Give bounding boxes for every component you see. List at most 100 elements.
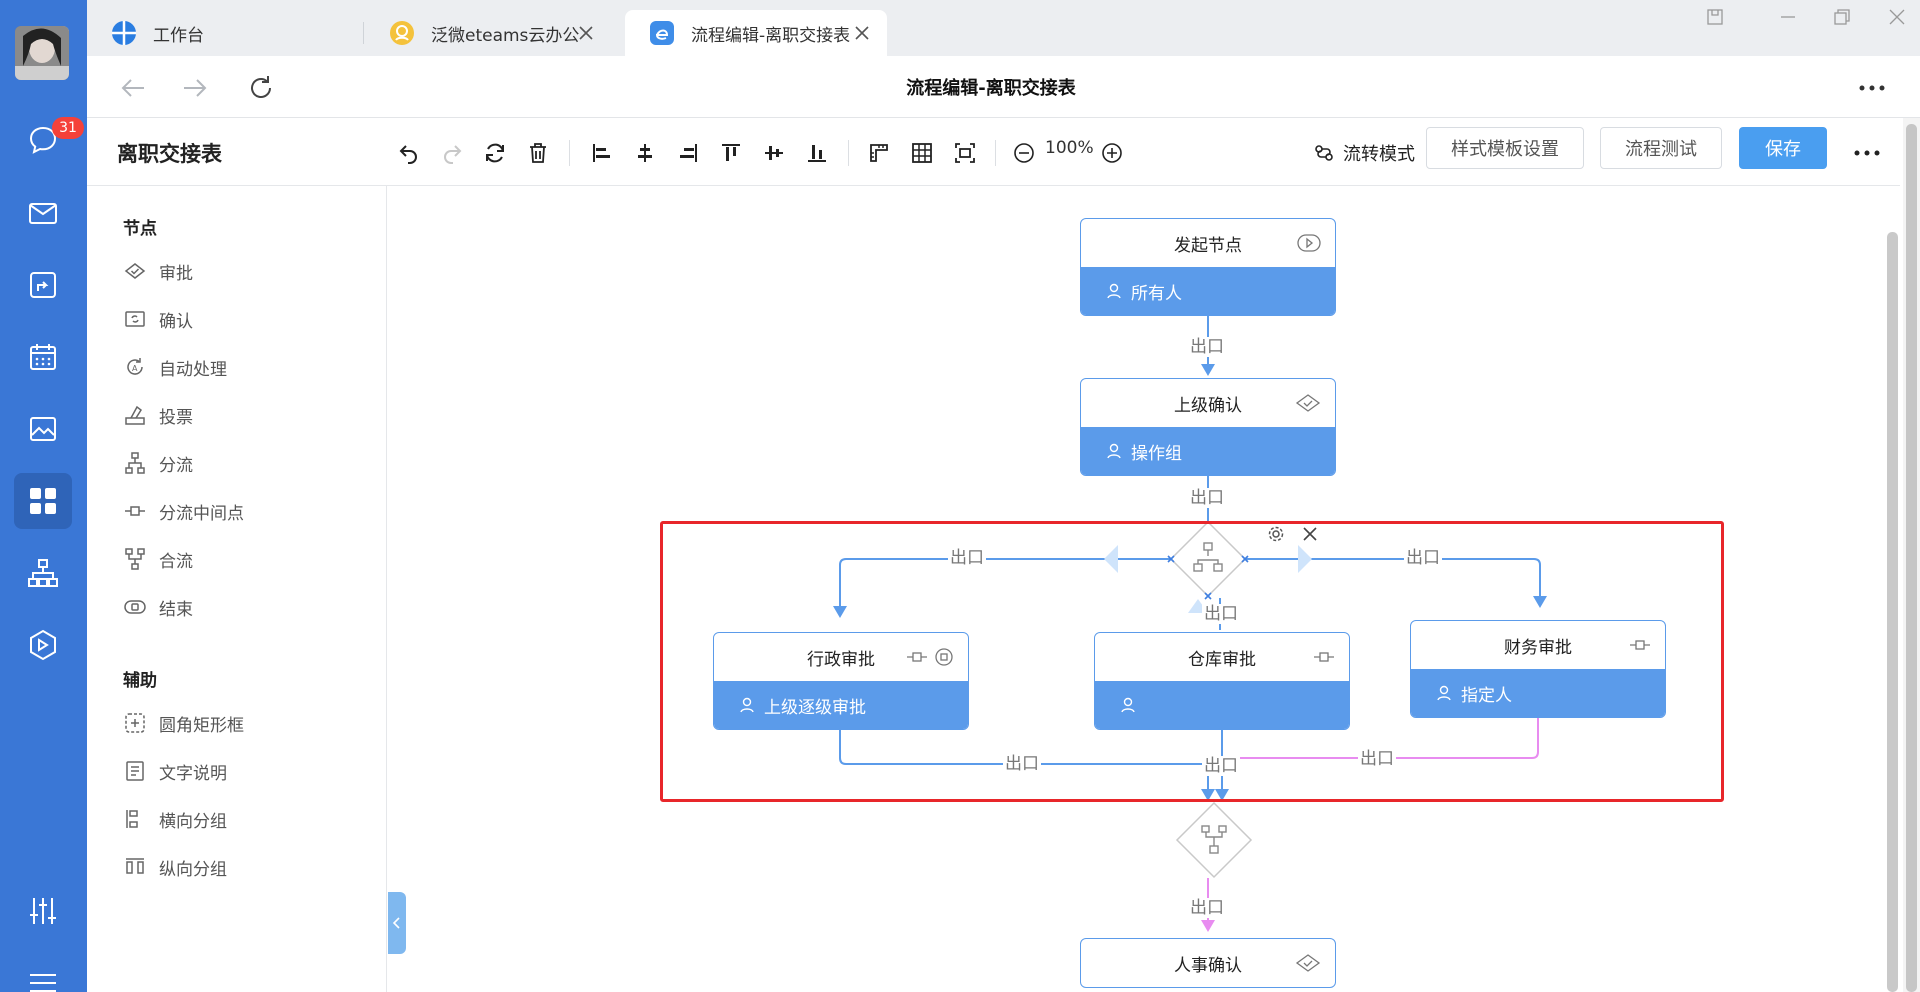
node-hr-confirm[interactable]: 人事确认 (1080, 938, 1336, 988)
chat-icon (29, 126, 57, 154)
pin-window-button[interactable] (1700, 4, 1730, 30)
rail-calendar[interactable] (14, 329, 72, 385)
close-icon[interactable] (851, 22, 873, 44)
grid-icon (912, 143, 932, 163)
align-bottom-button[interactable] (802, 138, 832, 168)
confirm-icon (125, 311, 145, 327)
refresh-button[interactable] (243, 70, 279, 106)
palette-item-vote[interactable]: 投票 (123, 401, 193, 429)
rail-direction[interactable] (14, 257, 72, 313)
ruler-icon (870, 144, 888, 162)
user-icon (1437, 685, 1451, 701)
scrollbar-thumb[interactable] (1906, 124, 1917, 992)
approve-diamond-icon (1295, 394, 1321, 412)
unread-badge: 31 (52, 117, 84, 139)
forward-button[interactable] (177, 70, 213, 106)
grid-button[interactable] (907, 138, 937, 168)
redo-button[interactable] (437, 138, 467, 168)
node-supervisor-confirm[interactable]: 上级确认 操作组 (1080, 378, 1336, 476)
rail-org[interactable] (14, 545, 72, 601)
palette-item-text-note[interactable]: 文字说明 (123, 757, 227, 785)
canvas-scrollbar[interactable] (1887, 232, 1898, 992)
vote-icon (125, 405, 145, 425)
flow-edges (833, 316, 1547, 932)
ruler-button[interactable] (864, 138, 894, 168)
align-center-button[interactable] (630, 138, 660, 168)
maximize-button[interactable] (1827, 4, 1857, 30)
window-close-button[interactable] (1882, 4, 1912, 30)
palette-section-aux: 辅助 (123, 671, 157, 691)
node-start[interactable]: 发起节点 所有人 (1080, 218, 1336, 316)
minimize-button[interactable] (1773, 4, 1803, 30)
align-bottom-icon (808, 145, 826, 162)
palette-item-v-group[interactable]: 纵向分组 (123, 853, 227, 881)
palette-item-end[interactable]: 结束 (123, 593, 193, 621)
user-icon (1107, 443, 1121, 459)
zoom-in-button[interactable] (1097, 138, 1127, 168)
start-icon (1297, 234, 1321, 252)
end-icon (935, 648, 953, 666)
rail-mail[interactable] (14, 185, 72, 241)
close-icon[interactable] (575, 22, 597, 44)
more-options-icon[interactable] (1856, 74, 1888, 102)
palette-item-auto[interactable]: A 自动处理 (123, 353, 227, 381)
rail-apps[interactable] (14, 473, 72, 529)
collapse-palette-button[interactable] (388, 892, 406, 954)
edge-label: 出口 (1404, 548, 1442, 568)
reset-button[interactable] (480, 138, 510, 168)
palette-item-approve[interactable]: 审批 (123, 257, 193, 285)
palette-item-rounded-rect[interactable]: 圆角矩形框 (123, 709, 244, 737)
align-right-button[interactable] (673, 138, 703, 168)
minimize-icon (1781, 16, 1795, 18)
redo-icon (444, 145, 462, 164)
horizontal-group-icon (126, 810, 138, 828)
palette-item-branch[interactable]: 分流 (123, 449, 193, 477)
tab-eteams[interactable]: 泛微eteams云办公 (365, 10, 611, 56)
palette-section-nodes: 节点 (123, 219, 157, 239)
palette-item-h-group[interactable]: 横向分组 (123, 805, 227, 833)
flow-canvas[interactable]: 出口 出口 出口 出口 出口 出口 出口 出口 出口 发起节点 所有人 上级确认… (388, 186, 1900, 992)
palette-item-confirm[interactable]: 确认 (123, 305, 193, 333)
node-palette: 节点 审批 确认 A 自动处理 投票 分流 分流中间点 合流 (87, 186, 387, 992)
delete-button[interactable] (523, 138, 553, 168)
rail-box[interactable] (14, 617, 72, 673)
node-finance-approval[interactable]: 财务审批 指定人 (1410, 620, 1666, 718)
align-middle-button[interactable] (759, 138, 789, 168)
node-admin-approval[interactable]: 行政审批 上级逐级审批 (713, 632, 969, 730)
menu-icon (30, 974, 56, 992)
undo-button[interactable] (394, 138, 424, 168)
fit-view-button[interactable] (950, 138, 980, 168)
branch-midpoint-icon (907, 652, 927, 662)
zoom-out-button[interactable] (1009, 138, 1039, 168)
rail-messages[interactable]: 31 (14, 112, 84, 168)
rail-menu[interactable] (14, 955, 72, 992)
end-icon (124, 600, 146, 614)
trash-icon (530, 143, 546, 163)
box-icon (30, 629, 56, 661)
palette-item-merge[interactable]: 合流 (123, 545, 193, 573)
more-options-icon[interactable] (1852, 140, 1882, 166)
node-title: 行政审批 (807, 649, 875, 670)
tab-bar: 工作台 泛微eteams云办公 流程编辑-离职交接表 (87, 0, 1920, 56)
palette-item-branch-mid[interactable]: 分流中间点 (123, 497, 244, 525)
merge-icon (125, 548, 145, 570)
back-button[interactable] (115, 70, 151, 106)
align-left-button[interactable] (587, 138, 617, 168)
avatar[interactable] (15, 26, 69, 80)
rounded-rect-icon (125, 713, 145, 733)
flow-test-button[interactable]: 流程测试 (1600, 127, 1722, 169)
tab-flow-editor[interactable]: 流程编辑-离职交接表 (625, 10, 887, 56)
rail-settings[interactable] (14, 883, 72, 939)
rail-image[interactable] (14, 401, 72, 457)
style-template-button[interactable]: 样式模板设置 (1426, 127, 1584, 169)
tab-workbench[interactable]: 工作台 (87, 10, 363, 56)
save-button[interactable]: 保存 (1739, 127, 1827, 169)
address-bar: 流程编辑-离职交接表 (87, 56, 1920, 118)
node-warehouse-approval[interactable]: 仓库审批 (1094, 632, 1350, 730)
flow-mode-toggle[interactable]: 流转模式 (1313, 138, 1415, 168)
edit-page-icon (649, 20, 675, 46)
tab-divider (363, 22, 364, 44)
edge-finance-merge (1238, 718, 1539, 759)
align-top-button[interactable] (716, 138, 746, 168)
text-note-icon (126, 761, 144, 781)
